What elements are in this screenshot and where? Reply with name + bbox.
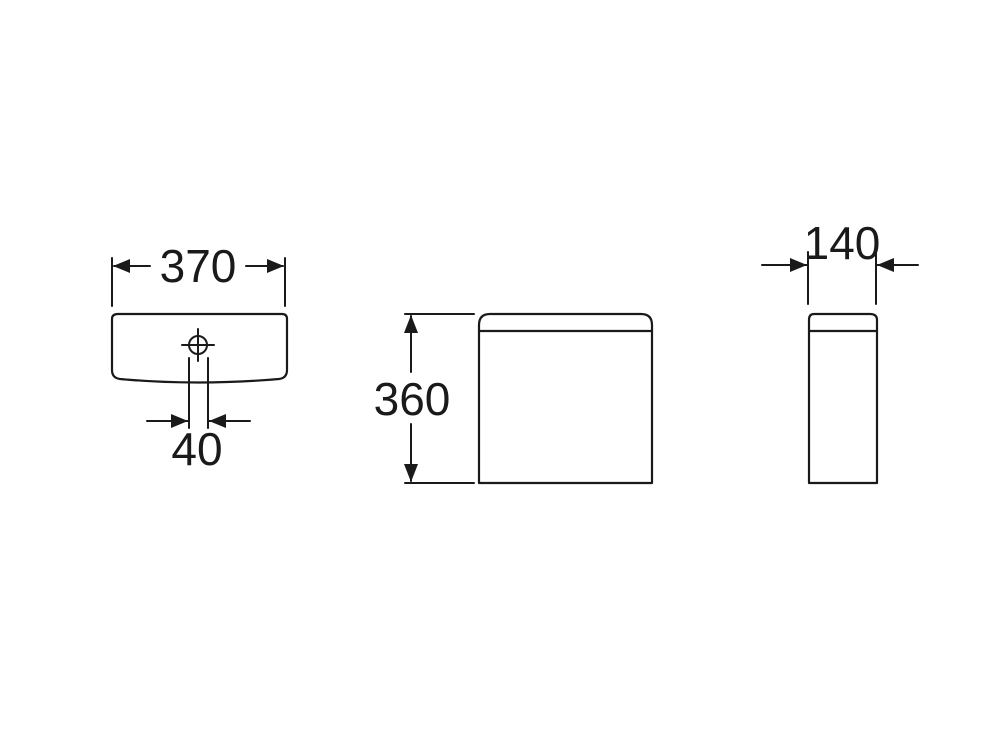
front-view-outline [477,312,654,485]
width-dimension-label: 370 [160,240,237,292]
width-arrow-left [113,259,130,273]
height-arrow-bottom [404,464,418,482]
offset-arrow-left [171,414,188,428]
offset-arrow-right [209,414,226,428]
depth-arrow-right [877,258,894,272]
offset-dimension-label: 40 [171,423,222,475]
height-dimension-label: 360 [374,373,451,425]
height-arrow-top [404,315,418,333]
side-view-outline [807,312,879,485]
side-view: 140 [761,217,919,485]
top-view-outline [110,312,289,384]
outlet-marker [181,328,215,362]
top-view: 370 40 [110,240,289,475]
front-view: 360 [374,312,654,485]
depth-dimension-label: 140 [804,217,881,269]
depth-arrow-left [790,258,807,272]
width-arrow-right [267,259,284,273]
